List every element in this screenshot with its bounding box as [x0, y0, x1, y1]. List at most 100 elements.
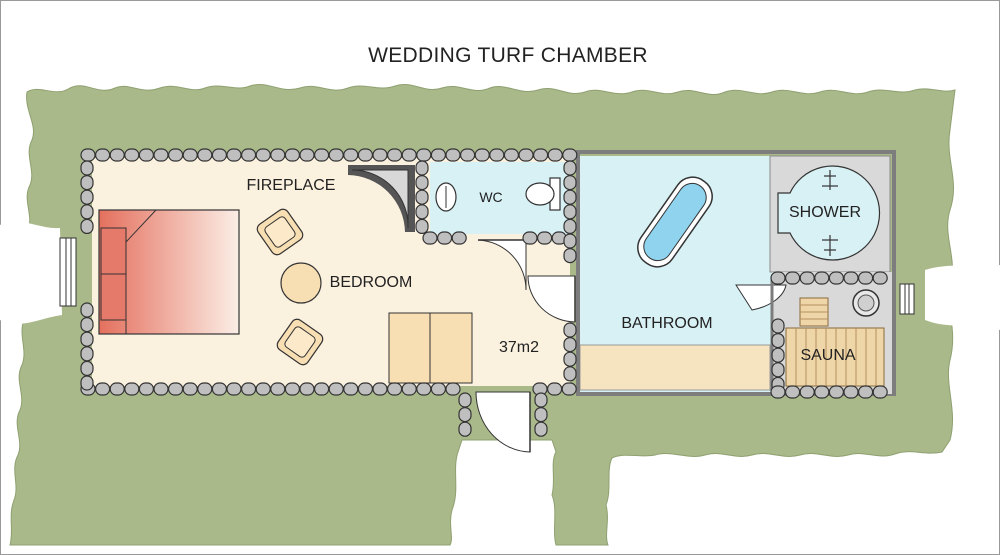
wall-stone: [415, 189, 429, 205]
wall-stone: [843, 271, 859, 285]
wall-stone: [563, 351, 577, 367]
wall-stone: [872, 271, 888, 285]
wall-stone: [784, 385, 801, 399]
wall-stone: [415, 204, 429, 220]
wall-stone: [80, 160, 94, 176]
wall-stone: [784, 271, 801, 285]
wall-stone: [124, 382, 140, 396]
wall-stone: [536, 231, 553, 245]
wall-stone: [314, 382, 330, 396]
wall-stone: [563, 189, 577, 205]
wall-stone: [770, 271, 786, 285]
stone-wall: [80, 148, 888, 437]
left-window: [59, 237, 77, 307]
wall-stone: [328, 382, 344, 396]
wall-stone: [182, 148, 198, 162]
bathroom-wall: [576, 150, 896, 396]
wall-stone: [872, 385, 888, 399]
wall-stone: [415, 160, 429, 176]
wall-stone: [771, 333, 785, 349]
sauna-room: [785, 327, 885, 387]
wall-stone: [563, 322, 577, 338]
wall-stone: [503, 148, 519, 162]
wall-stone: [138, 148, 154, 162]
wall-stone: [828, 271, 845, 285]
wall-stone: [80, 375, 94, 391]
bathroom-label: BATHROOM: [621, 315, 712, 332]
wall-stone: [563, 204, 577, 220]
wall-stone: [563, 337, 577, 353]
wall-stone: [153, 148, 169, 162]
wall-stone: [458, 392, 472, 408]
fireplace-label: FIREPLACE: [247, 177, 336, 194]
right-window: [899, 283, 915, 315]
wall-stone: [80, 189, 94, 205]
wall-stone: [534, 407, 548, 423]
wall-stone: [182, 382, 198, 396]
fireplace-icon: [351, 169, 409, 229]
wall-stone: [799, 385, 815, 399]
wall-stone: [314, 148, 330, 162]
wall-stone: [80, 360, 94, 376]
wall-stone: [80, 218, 94, 234]
wall-stone: [255, 148, 271, 162]
wall-stone: [124, 148, 140, 162]
sauna-wood-slats: [795, 328, 877, 386]
wall-stone: [534, 392, 548, 408]
sauna-label: SAUNA: [800, 347, 855, 364]
bathtub: [637, 176, 713, 268]
toilet-icon: [525, 177, 561, 211]
wall-stone: [518, 148, 534, 162]
shower-head-icon: [822, 170, 838, 190]
sink-icon: [435, 182, 457, 212]
entrance-door: [475, 391, 531, 453]
wall-stone: [401, 382, 417, 396]
wall-stone: [561, 382, 577, 396]
wall-stone: [387, 382, 403, 396]
wall-stone: [437, 231, 453, 245]
wall-stone: [547, 148, 563, 162]
wall-stone: [458, 421, 472, 437]
wall-stone: [430, 382, 446, 396]
wall-stone: [255, 382, 271, 396]
wall-stone: [562, 148, 578, 162]
wall-stone: [197, 148, 213, 162]
wall-stone: [211, 382, 227, 396]
wall-stone: [328, 148, 344, 162]
wall-stone: [532, 148, 549, 162]
wall-stone: [80, 204, 94, 220]
wall-stone: [80, 302, 94, 318]
wall-stone: [270, 382, 286, 396]
wall-stone: [284, 382, 300, 396]
wall-stone: [563, 233, 577, 249]
wall-stone: [401, 148, 417, 162]
wall-stone: [857, 385, 874, 399]
armchair: [276, 318, 324, 366]
pillow: [100, 227, 127, 275]
cabinet-left: [388, 312, 431, 384]
wall-stone: [299, 382, 315, 396]
wall-stone: [416, 148, 432, 162]
wc-door: [477, 239, 527, 291]
wall-stone: [80, 148, 96, 162]
sauna-bench-slats: [800, 304, 828, 320]
wall-stone: [241, 382, 257, 396]
wall-stone: [94, 148, 111, 162]
pillow: [100, 273, 127, 321]
bedroom-label: BEDROOM: [330, 274, 413, 291]
wall-stone: [814, 271, 830, 285]
wall-stone: [522, 231, 538, 245]
shower-drain-icon: [822, 235, 838, 256]
wall-stone: [270, 148, 286, 162]
shower-label: SHOWER: [789, 204, 861, 221]
wall-stone: [109, 148, 125, 162]
wall-stone: [771, 318, 785, 334]
wall-stone: [80, 175, 94, 191]
wall-stone: [489, 148, 505, 162]
wall-stone: [372, 148, 388, 162]
wall-stone: [80, 346, 94, 362]
wall-stone: [843, 385, 859, 399]
wall-stone: [445, 382, 461, 396]
wall-stone: [168, 148, 184, 162]
